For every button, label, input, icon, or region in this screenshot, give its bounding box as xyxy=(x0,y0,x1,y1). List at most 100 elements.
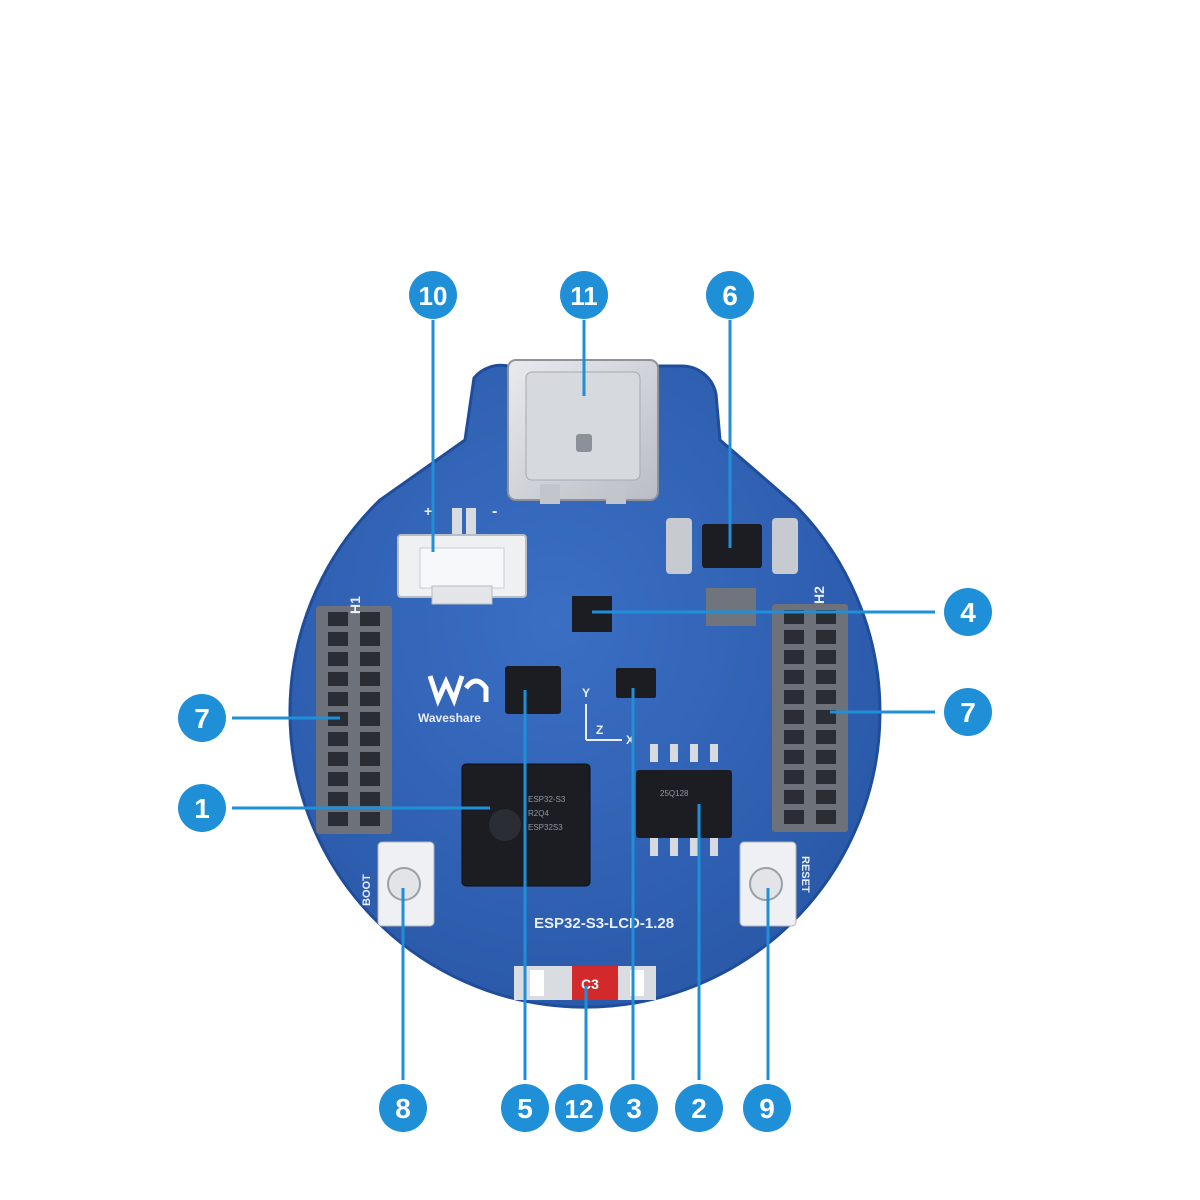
header-pin xyxy=(328,812,348,826)
header-pin xyxy=(360,792,380,806)
header-pin xyxy=(816,730,836,744)
header-pin xyxy=(360,732,380,746)
header-pin xyxy=(328,732,348,746)
callout-10: 10 xyxy=(409,271,457,319)
header-h1-label: H1 xyxy=(347,596,363,614)
flash-pin xyxy=(690,744,698,762)
callout-6-label: 6 xyxy=(722,280,738,311)
axis-y-label: Y xyxy=(582,686,590,700)
callout-10-label: 10 xyxy=(419,281,448,311)
header-pin xyxy=(328,692,348,706)
callout-7a-label: 7 xyxy=(194,703,210,734)
header-pin xyxy=(328,632,348,646)
battery-minus-label: - xyxy=(492,503,497,520)
boot-label: BOOT xyxy=(361,874,373,906)
flash-pin xyxy=(710,744,718,762)
flash-pin xyxy=(710,838,718,856)
header-h1 xyxy=(316,606,392,834)
header-pin xyxy=(816,670,836,684)
driver-chip xyxy=(505,666,561,714)
header-pin xyxy=(816,810,836,824)
header-pin xyxy=(816,750,836,764)
flash-chip: 25Q128 xyxy=(636,744,732,856)
board-model-label: ESP32-S3-LCD-1.28 xyxy=(534,915,674,932)
charger-chip xyxy=(666,518,798,626)
callout-7b-label: 7 xyxy=(960,697,976,728)
axis-arrows xyxy=(585,704,622,741)
callout-4-label: 4 xyxy=(960,597,976,628)
flash-pin xyxy=(670,744,678,762)
svg-text:R2Q4: R2Q4 xyxy=(528,809,549,818)
header-h2-label: H2 xyxy=(811,586,827,604)
brand-name: Waveshare xyxy=(418,711,481,725)
reset-label: RESET xyxy=(799,856,811,893)
header-pin xyxy=(816,650,836,664)
header-pin xyxy=(784,790,804,804)
callout-2-label: 2 xyxy=(691,1093,707,1124)
callout-8-label: 8 xyxy=(395,1093,411,1124)
header-pin xyxy=(360,612,380,626)
battery-connector xyxy=(397,508,527,605)
callout-12: 12 xyxy=(555,1084,603,1132)
boot-button xyxy=(377,841,435,927)
callout-bubbles: 1 7 7 4 10 11 6 8 xyxy=(178,271,992,1132)
regulator xyxy=(572,596,612,632)
flash-pin xyxy=(650,744,658,762)
flash-pin xyxy=(670,838,678,856)
battery-plus-label: + xyxy=(424,503,432,519)
header-pin xyxy=(784,770,804,784)
callout-lines xyxy=(232,320,935,1080)
axis-x-label: X xyxy=(626,733,634,747)
callout-8: 8 xyxy=(379,1084,427,1132)
header-pin xyxy=(360,632,380,646)
waveshare-logo xyxy=(427,675,489,707)
header-pin xyxy=(784,810,804,824)
header-pin xyxy=(360,812,380,826)
callout-7-left: 7 xyxy=(178,694,226,742)
header-pin xyxy=(328,752,348,766)
header-pin xyxy=(360,692,380,706)
callout-5-label: 5 xyxy=(517,1093,533,1124)
callout-11: 11 xyxy=(560,271,608,319)
callout-12-label: 12 xyxy=(565,1094,594,1124)
header-pin xyxy=(784,670,804,684)
callout-3-label: 3 xyxy=(626,1093,642,1124)
callout-3: 3 xyxy=(610,1084,658,1132)
c3-label: C3 xyxy=(581,976,599,992)
header-pin xyxy=(360,672,380,686)
flash-pin xyxy=(650,838,658,856)
header-pin xyxy=(784,750,804,764)
callout-1: 1 xyxy=(178,784,226,832)
header-pin xyxy=(328,672,348,686)
header-pin xyxy=(784,690,804,704)
header-pin xyxy=(328,792,348,806)
header-pin xyxy=(816,630,836,644)
callout-11-label: 11 xyxy=(570,281,598,311)
header-pin xyxy=(328,612,348,626)
header-pin xyxy=(328,772,348,786)
svg-text:25Q128: 25Q128 xyxy=(660,789,689,798)
svg-text:ESP32S3: ESP32S3 xyxy=(528,823,563,832)
header-pin xyxy=(360,712,380,726)
header-pin xyxy=(784,730,804,744)
callout-5: 5 xyxy=(501,1084,549,1132)
reset-button xyxy=(739,841,797,927)
callout-9-label: 9 xyxy=(759,1093,775,1124)
header-pin xyxy=(360,752,380,766)
flash-pin xyxy=(690,838,698,856)
axis-z-label: Z xyxy=(596,723,603,737)
callout-4: 4 xyxy=(944,588,992,636)
imu-chip xyxy=(616,668,656,698)
header-pin xyxy=(328,652,348,666)
header-pin xyxy=(784,630,804,644)
header-pin xyxy=(816,790,836,804)
svg-text:ESP32-S3: ESP32-S3 xyxy=(528,795,566,804)
callout-2: 2 xyxy=(675,1084,723,1132)
header-pin xyxy=(816,690,836,704)
header-h2 xyxy=(772,604,848,832)
header-pin xyxy=(360,772,380,786)
callout-9: 9 xyxy=(743,1084,791,1132)
callout-6: 6 xyxy=(706,271,754,319)
header-pin xyxy=(784,650,804,664)
